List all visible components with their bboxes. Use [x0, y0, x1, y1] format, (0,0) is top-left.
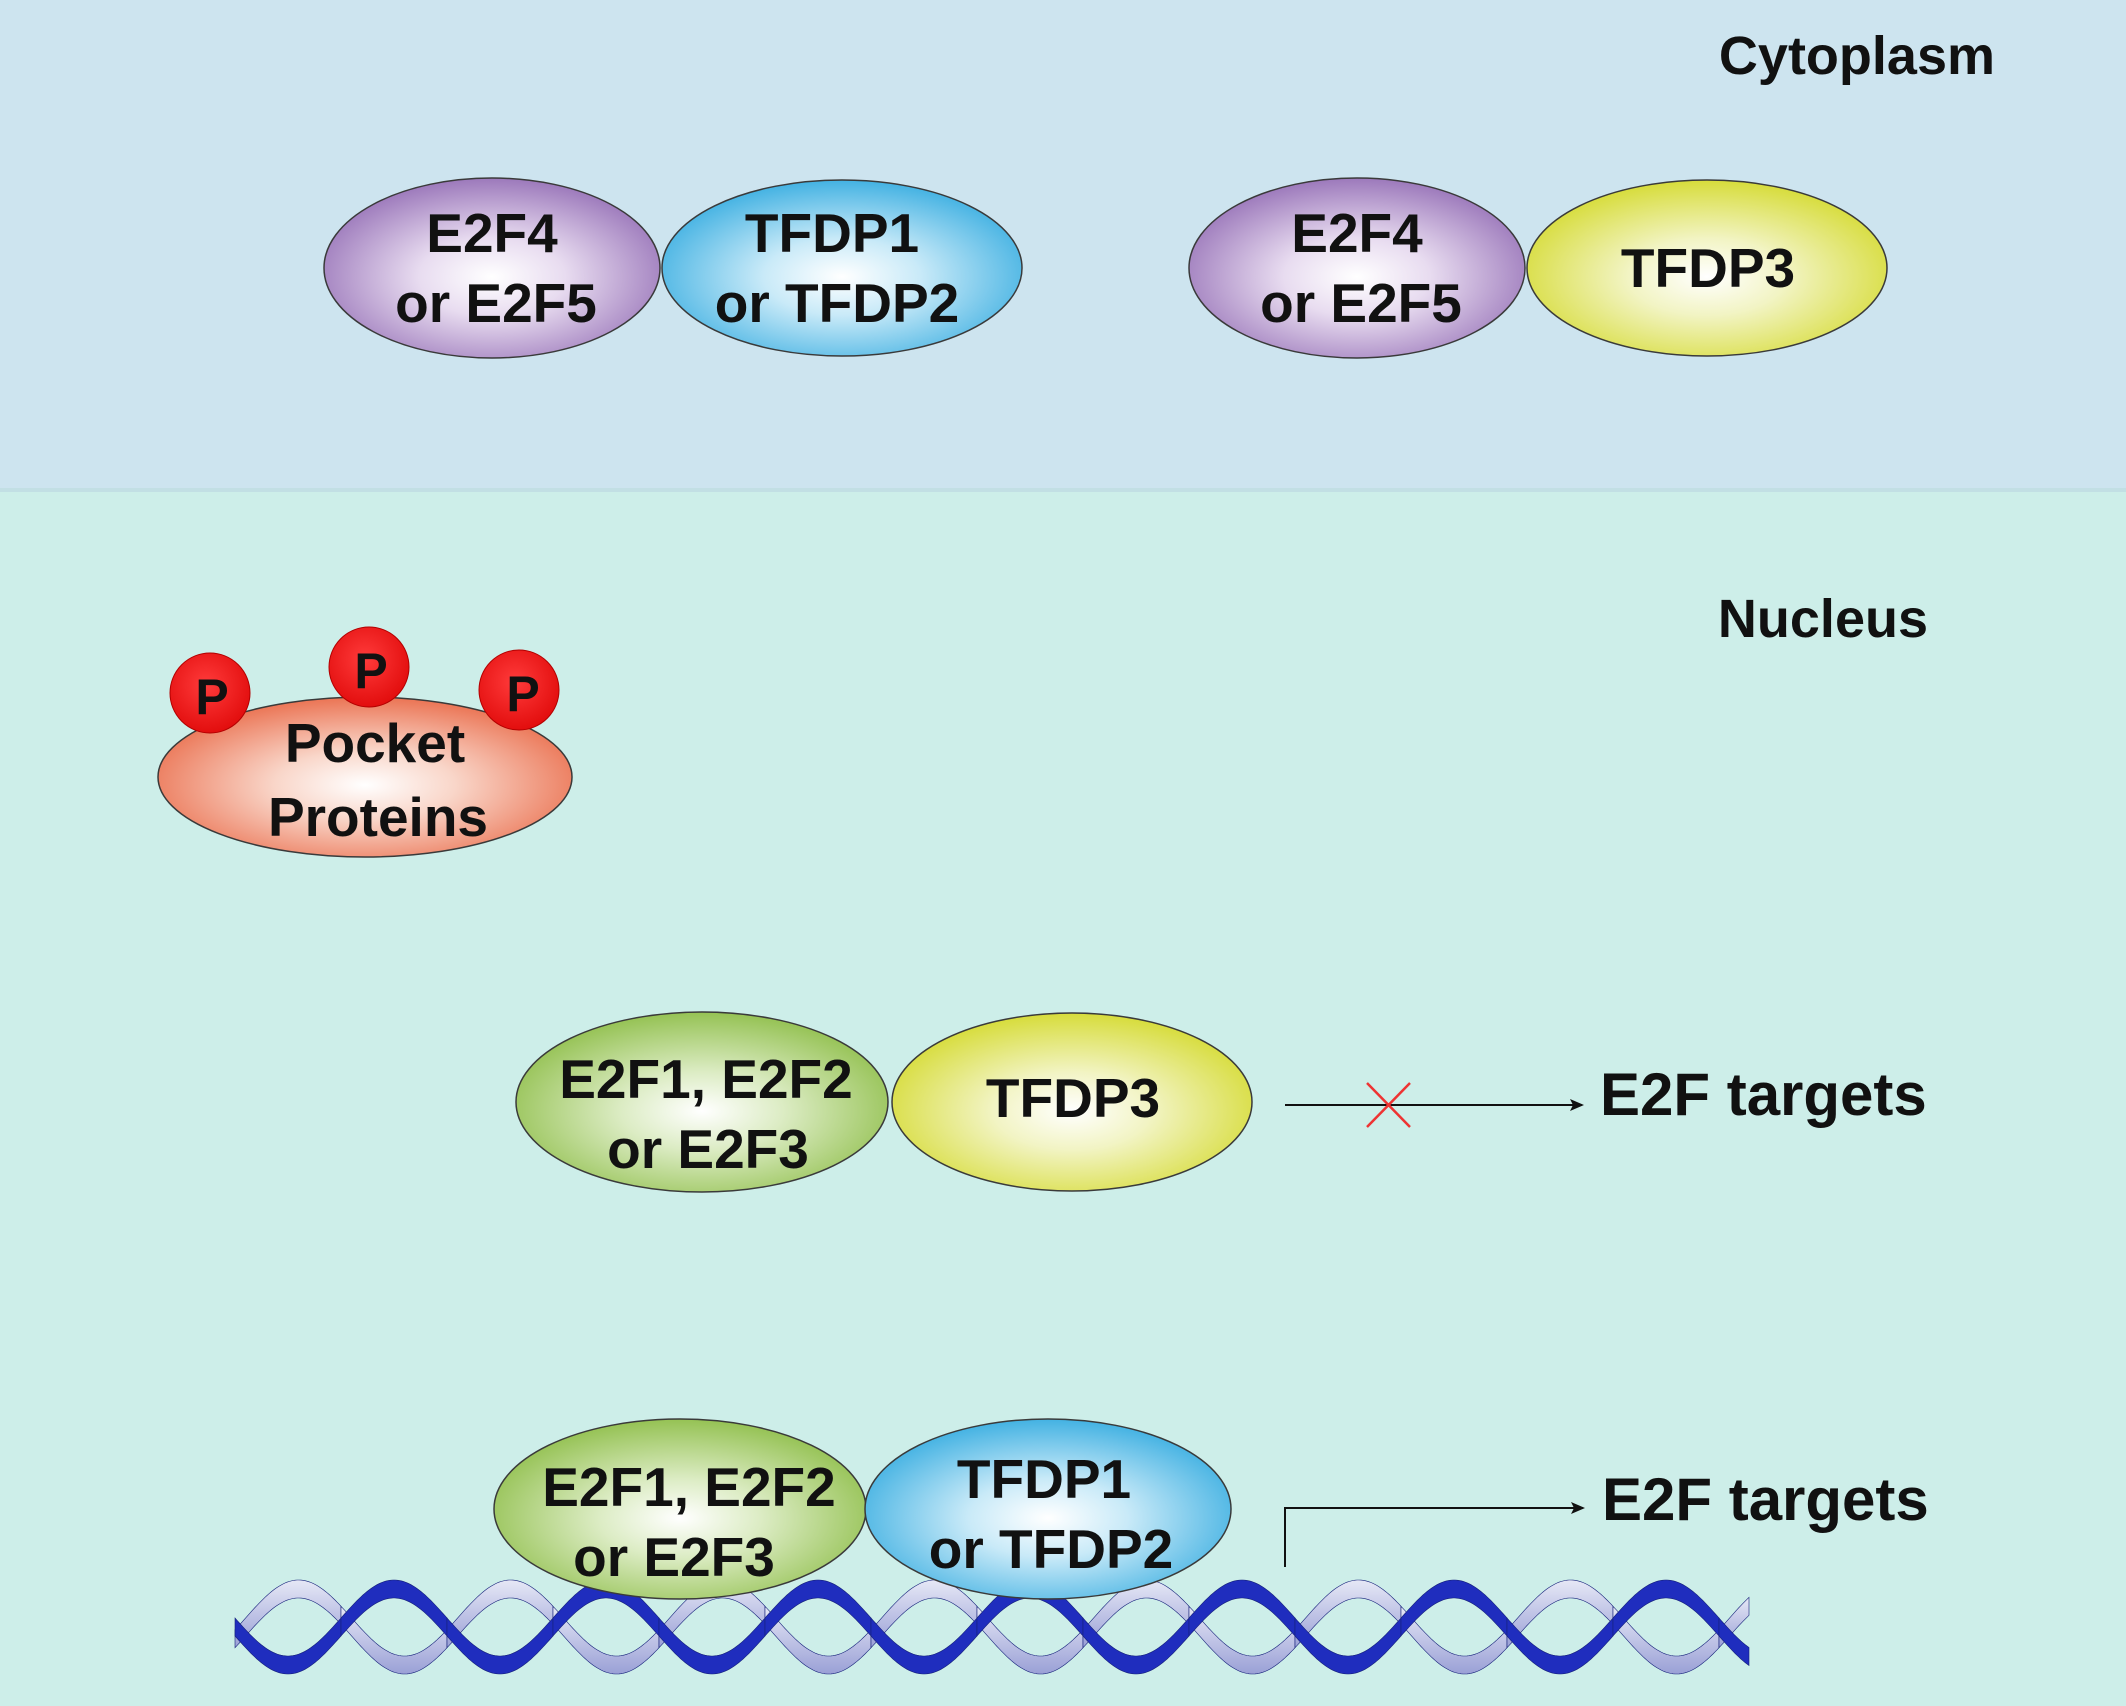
- phosphate-label: P: [506, 666, 539, 722]
- cytoplasm-label: Cytoplasm: [1719, 26, 1995, 86]
- tfdp3-protein: [891, 1012, 1253, 1192]
- e2f4-label-line2: or E2F5: [395, 272, 597, 334]
- tfdp1-label-line1: TFDP1: [745, 202, 919, 264]
- e2f1-label-line1: E2F1, E2F2: [559, 1048, 852, 1110]
- tfdp1-tfdp2-protein: [864, 1418, 1232, 1600]
- pocket-label-line1: Pocket: [285, 712, 465, 774]
- pocket-label-line2: Proteins: [268, 786, 488, 848]
- e2f-targets-label: E2F targets: [1602, 1466, 1929, 1533]
- phosphate-label: P: [354, 643, 387, 699]
- cytoplasm-complex-tfdp1: E2F4 or E2F5 TFDP1 or TFDP2: [323, 177, 1023, 359]
- transcription-start-arrow: [1284, 1502, 1585, 1567]
- e2f1-e2f3-protein: [515, 1011, 889, 1193]
- e2f1-label-line2: or E2F3: [573, 1526, 775, 1588]
- e2f4-label-line2: or E2F5: [1260, 272, 1462, 334]
- e2f1-label-line1: E2F1, E2F2: [542, 1456, 835, 1518]
- tfdp3-label: TFDP3: [986, 1067, 1160, 1129]
- phosphate-group: P: [478, 649, 560, 731]
- tfdp3-protein: [1526, 179, 1888, 357]
- cytoplasm-complex-tfdp3: E2F4 or E2F5 TFDP3: [1188, 177, 1888, 359]
- pocket-proteins: Pocket Proteins P P P: [157, 626, 573, 858]
- nucleus-inactive-complex: E2F1, E2F2 or E2F3 TFDP3: [515, 1011, 1253, 1193]
- nucleus-active-complex: E2F1, E2F2 or E2F3 TFDP1 or TFDP2: [493, 1418, 1232, 1600]
- e2f4-label-line1: E2F4: [1291, 202, 1423, 264]
- cross-mark: [1366, 1082, 1411, 1128]
- tfdp3-label: TFDP3: [1621, 237, 1795, 299]
- e2f4-e2f5-protein: [1188, 177, 1526, 359]
- tfdp1-label-line2: or TFDP2: [715, 272, 959, 334]
- phosphate-group: P: [328, 626, 410, 708]
- phosphate-group: P: [169, 652, 251, 734]
- phosphate-label: P: [195, 669, 228, 725]
- e2f1-label-line2: or E2F3: [607, 1118, 809, 1180]
- nucleus-label: Nucleus: [1718, 589, 1928, 649]
- tfdp1-tfdp2-protein: [661, 179, 1023, 357]
- tfdp1-label-line1: TFDP1: [957, 1448, 1131, 1510]
- e2f4-label-line1: E2F4: [426, 202, 558, 264]
- dna-strand-dark: [1718, 1617, 1750, 1667]
- e2f4-e2f5-protein: [323, 177, 661, 359]
- tfdp1-label-line2: or TFDP2: [929, 1518, 1173, 1580]
- e2f-targets-label: E2F targets: [1600, 1061, 1927, 1128]
